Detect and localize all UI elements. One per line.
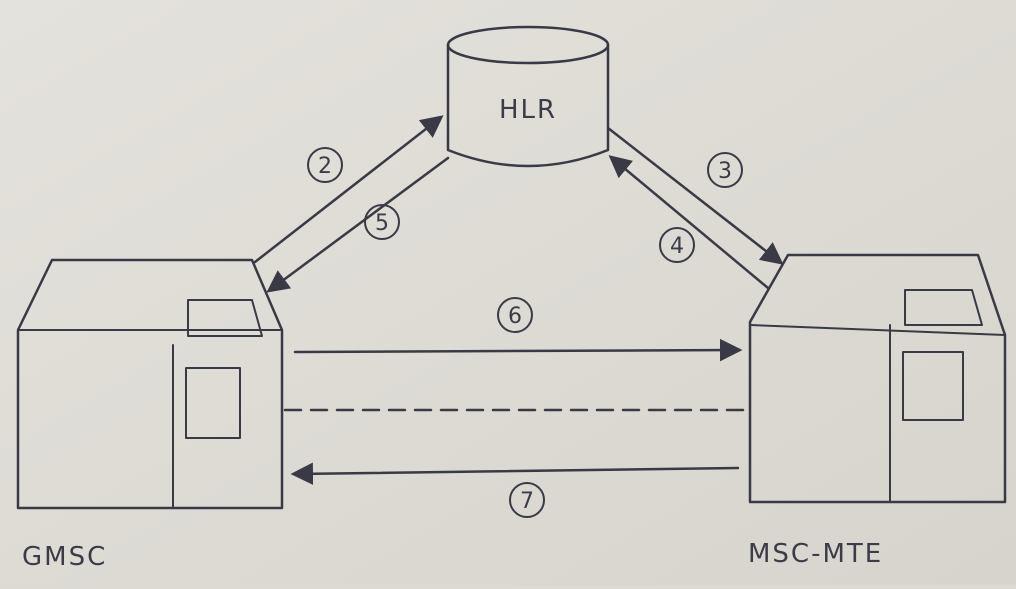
step-number: 4 — [670, 234, 684, 259]
msc-mte-node: MSC-MTE — [748, 253, 1007, 569]
arrow-3-line — [606, 126, 784, 265]
arrow-7-line — [290, 462, 740, 486]
arrow-2-line — [253, 115, 444, 264]
arrow-5-line — [266, 156, 450, 293]
step-number: 7 — [520, 489, 534, 514]
step-circle — [307, 147, 343, 183]
gmsc-node: GMSC — [16, 258, 284, 572]
arrow-step-7 — [290, 462, 740, 486]
msc-mte-roof-line — [749, 324, 1006, 336]
step-badge-4: 4 — [659, 227, 695, 263]
gmsc-lower-window — [185, 367, 241, 439]
hlr-cylinder-body — [446, 43, 610, 168]
step-circle — [497, 297, 533, 333]
step-number: 6 — [508, 304, 522, 329]
hlr-node: HLR — [446, 25, 610, 168]
hlr-cylinder-top — [446, 25, 610, 65]
gmsc-upper-window — [187, 299, 263, 337]
msc-mte-label: MSC-MTE — [748, 539, 883, 569]
arrow-6-line — [293, 338, 743, 362]
step-badge-3: 3 — [707, 152, 743, 188]
arrow-step-3 — [606, 126, 784, 265]
arrow-step-2 — [253, 115, 444, 264]
arrow-step-5 — [266, 156, 450, 293]
step-badge-2: 2 — [307, 147, 343, 183]
arrow-step-4 — [608, 155, 770, 290]
step-circle — [364, 204, 400, 240]
arrow-step-6 — [293, 338, 743, 362]
gmsc-label: GMSC — [22, 542, 107, 572]
arrow-4-line — [608, 155, 770, 290]
step-badge-6: 6 — [497, 297, 533, 333]
msc-mte-upper-window — [904, 289, 983, 326]
step-circle — [707, 152, 743, 188]
step-circle — [509, 482, 545, 518]
step-number: 3 — [718, 159, 732, 184]
msc-mte-lower-window — [902, 351, 964, 421]
step-number: 2 — [318, 154, 332, 179]
step-number: 5 — [375, 211, 389, 236]
step-badge-5: 5 — [364, 204, 400, 240]
step-circle — [659, 227, 695, 263]
step-badge-7: 7 — [509, 482, 545, 518]
hlr-label: HLR — [499, 95, 557, 125]
